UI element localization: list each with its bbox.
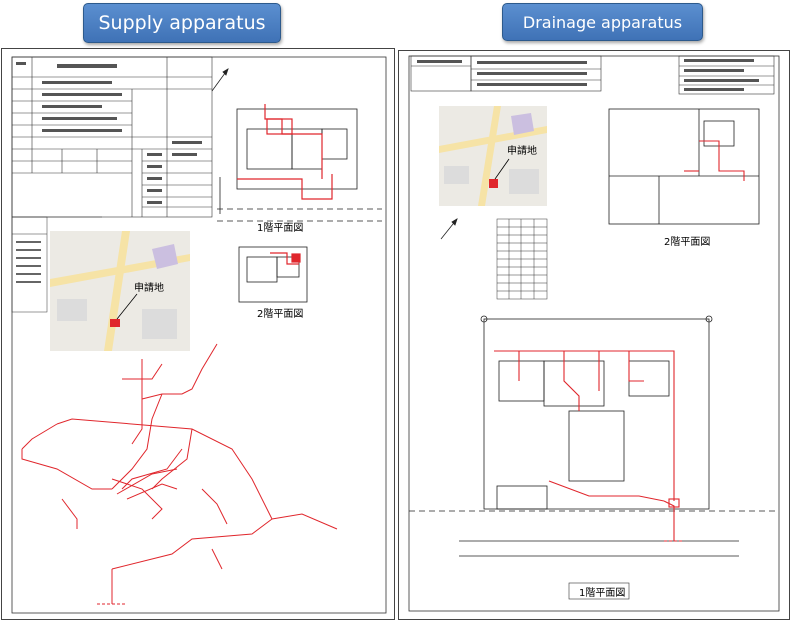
supply-floor1-pipes [237,104,333,200]
drainage-floor1-pipes [494,350,684,542]
drainage-floor1-plan [409,315,779,557]
supply-title-text-marks [16,62,202,204]
drainage-drawing: 申請地 [408,55,780,612]
north-arrow-icon [211,68,229,92]
drainage-site-label: 申請地 [507,144,537,157]
drainage-floor1-label: 1階平面図 [579,587,625,599]
drainage-apparatus-button[interactable]: Drainage apparatus [502,3,703,41]
supply-isometric-pipes [21,343,338,605]
supply-floor2-label: 2階平面図 [257,308,303,320]
drainage-site-marker-icon [489,179,498,188]
supply-apparatus-button[interactable]: Supply apparatus [83,3,281,43]
drainage-drawing-sheet: 申請地 [398,50,790,620]
supply-drawing: 1階平面図 2階平面図 申請地 [11,56,387,614]
site-marker-icon [110,319,120,327]
supply-floor1-label: 1階平面図 [257,222,303,234]
drainage-floor2-plan [608,108,760,225]
supply-floor1-plan [217,108,382,222]
drainage-fixture-table [496,218,548,300]
drainage-apparatus-label: Drainage apparatus [522,12,683,32]
supply-site-label: 申請地 [134,281,164,294]
supply-floor2-plan [238,246,308,303]
supply-apparatus-label: Supply apparatus [98,12,266,34]
supply-site-map [50,231,190,351]
drainage-north-arrow-icon [440,218,458,240]
drainage-site-map [439,106,547,206]
drainage-title-block [410,55,775,95]
drainage-floor2-label: 2階平面図 [664,236,710,248]
supply-legend-strip [11,216,48,313]
supply-drawing-sheet: 1階平面図 2階平面図 申請地 [1,48,395,620]
